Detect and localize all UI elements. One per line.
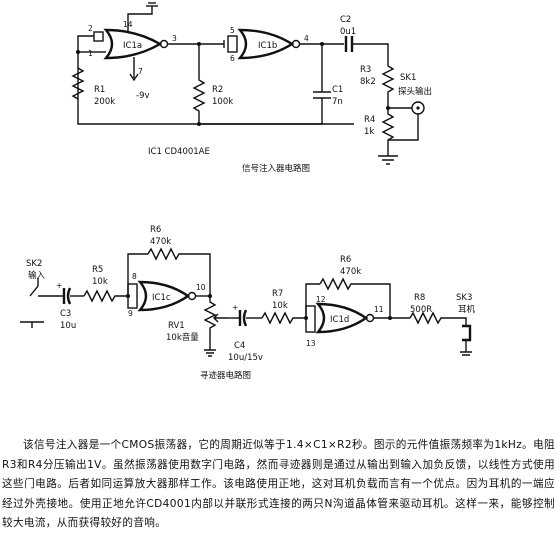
resistor-r6-amp	[319, 277, 391, 318]
r7-value: 10k	[272, 301, 288, 311]
r1-name: R1	[94, 85, 105, 95]
capacitor-c1	[199, 44, 331, 125]
c4-name: C4	[234, 341, 245, 351]
r6b-value: 470k	[340, 267, 361, 277]
r2-name: R2	[212, 85, 223, 95]
description-paragraph: 该信号注入器是一个CMOS振荡器，它的周期近似等于1.4×C1×R2秒。图示的元…	[2, 439, 555, 530]
r6b-name: R6	[340, 255, 351, 265]
caption-injector: 信号注入器电路图	[242, 163, 310, 174]
gate-ic1c-label: IC1c	[152, 293, 171, 303]
pin-10-label: 10	[196, 283, 206, 292]
pin-7-label: 7	[138, 67, 143, 76]
gate-ic1d: IC1d	[315, 302, 375, 334]
potentiometer-rv1	[203, 296, 228, 357]
resistor-r8	[409, 311, 456, 325]
r2-value: 100k	[212, 97, 233, 107]
capacitor-c4	[238, 309, 262, 327]
r5-value: 10k	[92, 277, 108, 287]
resistor-r5	[83, 289, 128, 303]
socket-sk3	[456, 317, 472, 356]
pin-12-label: 12	[316, 295, 326, 304]
ic-note: IC1 CD4001AE	[148, 147, 210, 157]
c4-value: 10u/15v	[228, 353, 263, 363]
r4-name: R4	[364, 115, 375, 125]
capacitor-c3	[62, 287, 84, 305]
socket-sk2	[20, 278, 44, 328]
pin-2-label: 2	[88, 24, 93, 33]
resistor-r2	[192, 44, 206, 124]
pin-13-label: 13	[306, 339, 316, 348]
r8-name: R8	[414, 293, 425, 303]
capacitor-c2	[344, 36, 389, 66]
resistor-r3	[381, 65, 395, 108]
pin-1-label: 1	[88, 49, 93, 58]
pin-6-label: 6	[230, 54, 235, 63]
c2-name: C2	[340, 15, 351, 25]
sk3-name: SK3	[456, 293, 472, 303]
c2-value: 0u1	[340, 27, 356, 37]
r8-value: 500R	[410, 305, 432, 315]
pin-8-label: 8	[132, 272, 137, 281]
pin-9-label: 9	[128, 309, 133, 318]
gate-ic1d-label: IC1d	[330, 315, 349, 325]
socket-sk1	[388, 101, 425, 141]
rv1-name: RV1	[168, 321, 185, 331]
ground-symbol	[378, 148, 398, 165]
gate-ic1a: IC1a	[103, 28, 169, 60]
svg-text:+: +	[56, 281, 62, 290]
r6a-name: R6	[150, 225, 161, 235]
gate-ic1b-label: IC1b	[258, 41, 277, 51]
pin-5-label: 5	[230, 26, 235, 35]
pin-4-label: 4	[304, 34, 309, 43]
r3-value: 8k2	[360, 77, 376, 87]
r3-name: R3	[360, 65, 371, 75]
sk1-name: SK1	[400, 73, 416, 83]
caption-tracer: 寻迹器电路图	[200, 370, 251, 381]
resistor-r7	[261, 311, 306, 325]
c1-value: 7n	[332, 97, 343, 107]
sk2-name: SK2	[26, 259, 42, 269]
r1-value: 200k	[94, 97, 115, 107]
signal-injector-circuit: IC1a 2 1 14 3 7 -9v R1 200k	[71, 2, 432, 174]
sk2-label: 输入	[28, 270, 46, 281]
sk3-label: 耳机	[458, 304, 476, 315]
signal-tracer-circuit: SK2 输入 + C3 10u R5 10k R6 470k IC1	[20, 225, 476, 381]
c3-name: C3	[60, 309, 71, 319]
pin-11-label: 11	[374, 305, 384, 314]
rv1-value: 10k音量	[166, 332, 199, 343]
gate-ic1c: IC1c	[137, 280, 197, 312]
c3-value: 10u	[60, 321, 76, 331]
r4-value: 1k	[364, 127, 374, 137]
sk1-label: 探头输出	[398, 86, 432, 97]
resistor-r1	[71, 67, 85, 100]
schematic-diagram: IC1a 2 1 14 3 7 -9v R1 200k	[20, 2, 476, 381]
r6a-value: 470k	[150, 237, 171, 247]
c1-name: C1	[332, 85, 343, 95]
supply-label: -9v	[136, 91, 150, 101]
r7-name: R7	[272, 289, 283, 299]
r5-name: R5	[92, 265, 103, 275]
resistor-r4	[381, 108, 395, 148]
gate-ic1b: IC1b	[237, 28, 301, 60]
svg-text:+: +	[232, 303, 238, 312]
gate-ic1a-label: IC1a	[123, 41, 142, 51]
resistor-r6-tracer	[147, 247, 211, 298]
pin-3-label: 3	[172, 34, 177, 43]
